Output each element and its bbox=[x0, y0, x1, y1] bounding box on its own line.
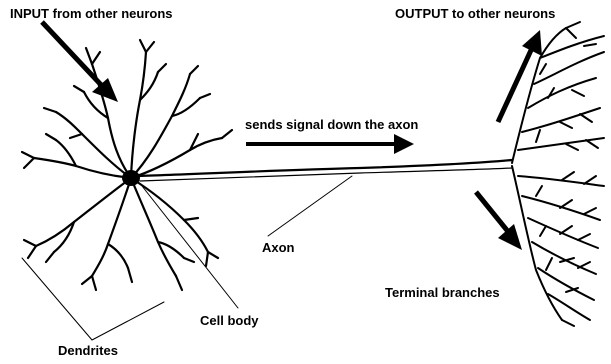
dendrites-label: Dendrites bbox=[58, 343, 118, 359]
signal-arrow bbox=[246, 134, 414, 154]
output-label: OUTPUT to other neurons bbox=[395, 6, 555, 22]
cell-body-shape bbox=[122, 170, 140, 186]
axon-label: Axon bbox=[262, 240, 295, 256]
cell-body-label: Cell body bbox=[200, 313, 259, 329]
axon-shape bbox=[138, 160, 512, 181]
terminal-arrow bbox=[476, 192, 522, 250]
dendrite-tree bbox=[22, 40, 232, 290]
terminal-branches-label: Terminal branches bbox=[385, 285, 500, 301]
axon-terminal-tree bbox=[512, 22, 604, 326]
input-label: INPUT from other neurons bbox=[10, 6, 173, 22]
leader-lines bbox=[22, 176, 352, 340]
signal-label: sends signal down the axon bbox=[245, 117, 418, 133]
